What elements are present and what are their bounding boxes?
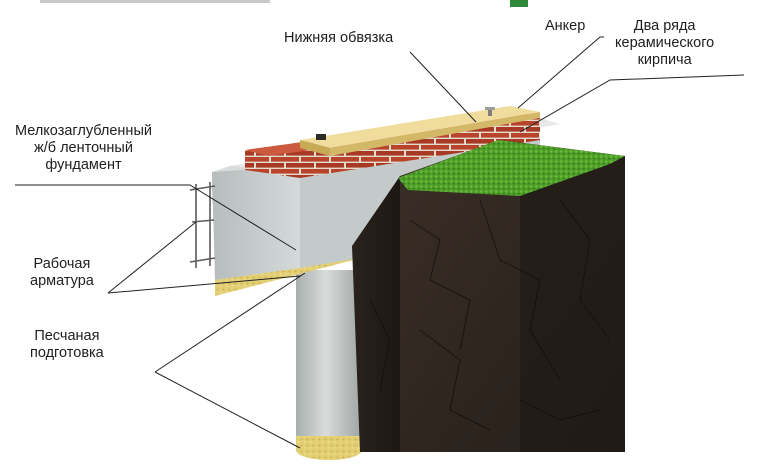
label-rebar: Рабочая арматура bbox=[30, 256, 94, 290]
anchor-bolt bbox=[485, 107, 495, 116]
label-brick-rows: Два ряда керамического кирпича bbox=[615, 18, 714, 69]
label-shallow-foundation: Мелкозаглубленный ж/б ленточный фундамен… bbox=[15, 123, 152, 174]
label-anchor: Анкер bbox=[545, 18, 585, 35]
label-shallow-foundation-line-3: фундамент bbox=[45, 157, 122, 173]
label-shallow-foundation-line-2: ж/б ленточный bbox=[34, 140, 133, 156]
leader-lines bbox=[15, 36, 745, 449]
label-rebar-line-2: арматура bbox=[30, 273, 94, 289]
header-accent bbox=[40, 0, 528, 7]
label-bottom-strapping-text: Нижняя обвязка bbox=[284, 30, 394, 46]
label-sand-bed-line-1: Песчаная bbox=[34, 328, 100, 344]
label-brick-rows-line-2: керамического bbox=[615, 35, 715, 51]
label-shallow-foundation-line-1: Мелкозаглубленный bbox=[15, 123, 152, 139]
bottom-strapping bbox=[300, 106, 540, 156]
label-sand-bed: Песчаная подготовка bbox=[30, 328, 104, 362]
label-brick-rows-line-3: кирпича bbox=[637, 52, 692, 68]
soil-block bbox=[352, 140, 625, 452]
pile-column bbox=[296, 270, 362, 460]
label-sand-bed-line-2: подготовка bbox=[30, 345, 104, 361]
label-rebar-line-1: Рабочая bbox=[33, 256, 91, 272]
label-anchor-text: Анкер bbox=[545, 18, 586, 34]
rebar-cage bbox=[189, 182, 216, 268]
label-bottom-strapping: Нижняя обвязка bbox=[284, 30, 393, 47]
label-brick-rows-line-1: Два ряда bbox=[633, 18, 696, 34]
